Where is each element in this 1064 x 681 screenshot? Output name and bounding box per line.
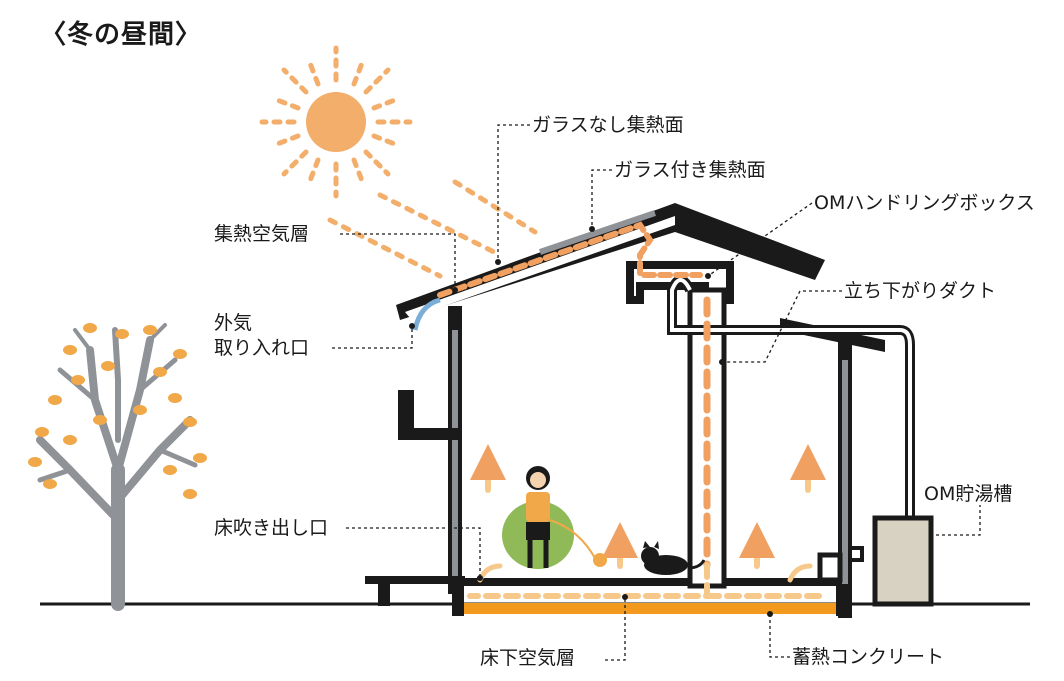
outside-air-intake: [412, 297, 441, 331]
thermal-storage-concrete: [464, 603, 836, 614]
leader-dots: [409, 226, 773, 617]
label-underfloor-air-layer: 床下空気層: [480, 647, 576, 669]
solar-rays: [327, 179, 538, 279]
label-om-hot-water-tank: OM貯湯槽: [924, 483, 1013, 505]
om-hot-water-tank: [872, 515, 934, 607]
label-glass-collector: ガラス付き集熱面: [614, 159, 766, 181]
label-downflow-duct: 立ち下がりダクト: [844, 280, 997, 302]
label-collector-air-layer: 集熱空気層: [214, 223, 310, 245]
om-handling-box: [626, 261, 734, 304]
label-om-handling-box: OMハンドリングボックス: [814, 192, 1035, 214]
cat-icon: [641, 541, 706, 575]
roof: [396, 203, 825, 320]
glass-collector-strip: [539, 210, 656, 255]
warm-air-flow: [437, 221, 826, 599]
sun-icon: [259, 45, 413, 199]
label-thermal-storage-concrete: 蓄熱コンクリート: [792, 646, 945, 668]
label-outside-air-intake-line2: 取り入れ口: [214, 337, 310, 359]
label-glass-less-collector: ガラスなし集熱面: [532, 114, 684, 136]
label-outside-air-intake-line1: 外気: [214, 312, 253, 334]
person-on-chair-icon: [502, 466, 607, 569]
tree-icon: [28, 323, 207, 611]
page-title: 〈冬の昼間〉: [40, 20, 203, 50]
label-floor-outlet: 床吹き出し口: [214, 517, 329, 539]
house-structure: [365, 203, 934, 618]
leader-lines: [332, 124, 981, 661]
